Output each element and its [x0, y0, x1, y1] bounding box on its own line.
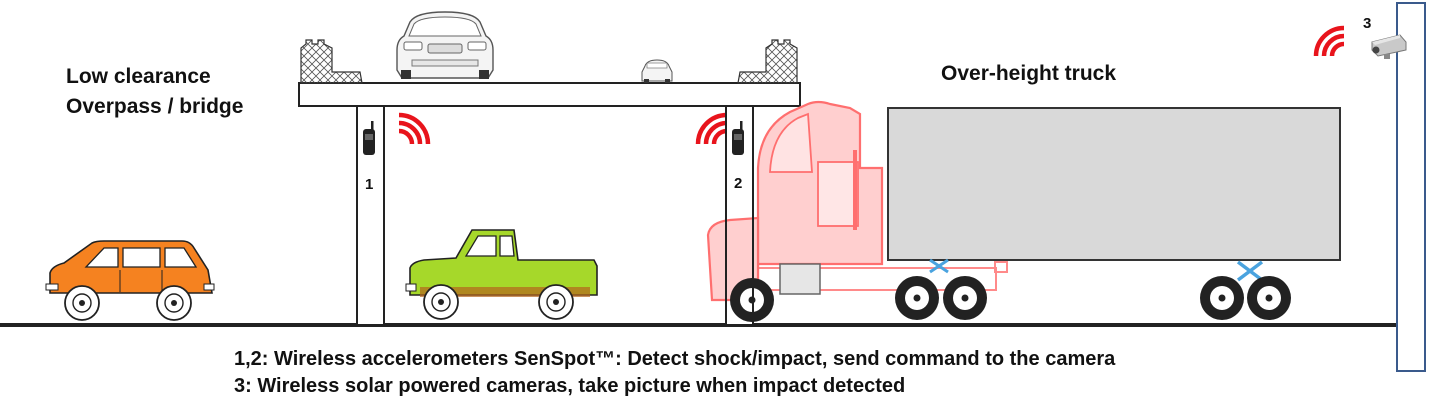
green-pickup: [405, 229, 598, 320]
signal-icon-sensor-2: [695, 112, 728, 145]
camera-number: 3: [1363, 15, 1372, 32]
bridge-deck: [298, 82, 801, 107]
orange-suv: [45, 240, 215, 321]
ground-line: [0, 323, 1398, 327]
car-on-bridge: [396, 11, 494, 79]
camera-pole: [1396, 2, 1426, 372]
sensor-2-number: 2: [734, 175, 743, 192]
bridge-label-line2: Overpass / bridge: [66, 95, 244, 118]
over-height-truck: [706, 100, 1341, 322]
bridge-label: Low clearance Overpass / bridge: [66, 62, 243, 122]
sensor-2: [732, 121, 744, 155]
legend-line-2: 3: Wireless solar powered cameras, take …: [234, 375, 906, 397]
legend-line-1: 1,2: Wireless accelerometers SenSpot™: D…: [234, 348, 1116, 370]
sensor-1: [363, 121, 375, 155]
left-barrier: [300, 39, 363, 84]
bridge-label-line1: Low clearance: [66, 65, 211, 88]
trailer: [887, 107, 1341, 261]
truck-label: Over-height truck: [941, 62, 1117, 85]
sensor-1-number: 1: [365, 176, 374, 193]
right-barrier: [737, 39, 798, 84]
camera-icon: [1371, 34, 1407, 59]
legend: 1,2: Wireless accelerometers SenSpot™: D…: [234, 346, 1115, 400]
signal-icon-camera: [1313, 25, 1345, 57]
small-car-on-bridge: [641, 59, 673, 83]
signal-icon-sensor-1: [398, 112, 431, 145]
